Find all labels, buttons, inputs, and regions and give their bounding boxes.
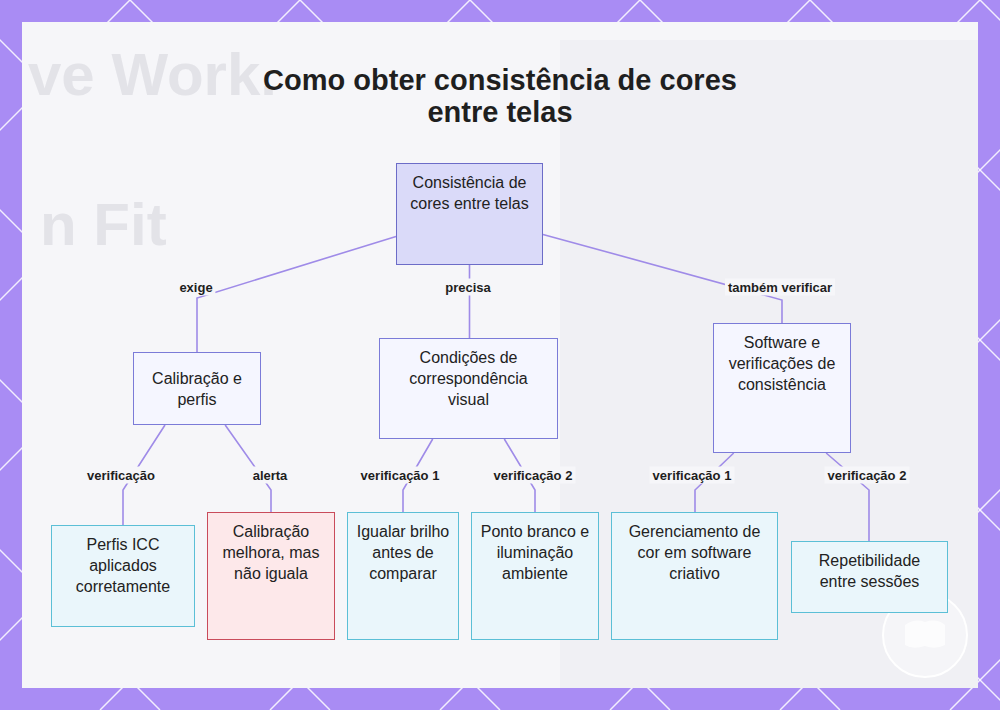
node-text: Gerenciamento de cor em software criativ… — [620, 521, 769, 584]
node-text: Calibração e perfis — [142, 368, 252, 410]
root-concept-box: Consistência de cores entre telas — [396, 163, 543, 265]
diagram-title: Como obter consistência de cores entre t… — [230, 64, 770, 128]
node-text: Condições de correspondência visual — [388, 347, 549, 410]
watermark-text: ve Work. — [28, 40, 277, 109]
background-screen — [560, 40, 978, 688]
node-text: Calibração melhora, mas não iguala — [216, 521, 326, 584]
edge-label: verificação — [84, 467, 158, 484]
category-box: Condições de correspondência visual — [379, 338, 558, 439]
node-text: Repetibilidade entre sessões — [800, 550, 939, 592]
edge-label: verificação 1 — [650, 467, 735, 484]
node-text: Igualar brilho antes de comparar — [356, 521, 450, 584]
check-box: Perfis ICC aplicados corretamente — [51, 525, 195, 627]
logo-mark — [905, 621, 945, 648]
pattern-line — [980, 0, 1000, 710]
edge-label: verificação 1 — [358, 467, 443, 484]
edge-label: também verificar — [725, 279, 835, 296]
connector-line — [197, 236, 396, 352]
edge-label: verificação 2 — [825, 467, 910, 484]
node-text: Software e verificações de consistência — [722, 332, 842, 395]
watermark-text: n Fit — [40, 190, 167, 259]
category-box: Software e verificações de consistência — [713, 323, 851, 453]
edge-label: alerta — [250, 467, 291, 484]
edge-label: precisa — [442, 279, 494, 296]
check-box: Ponto branco e iluminação ambiente — [471, 512, 599, 640]
check-box: Igualar brilho antes de comparar — [347, 512, 459, 640]
node-text: Perfis ICC aplicados corretamente — [60, 534, 186, 597]
category-box: Calibração e perfis — [133, 352, 261, 425]
node-text: Consistência de cores entre telas — [405, 172, 534, 214]
edge-label: exige — [176, 279, 215, 296]
connector-line — [469, 265, 471, 338]
node-text: Ponto branco e iluminação ambiente — [480, 521, 590, 584]
check-box: Gerenciamento de cor em software criativ… — [611, 512, 778, 640]
edge-label: verificação 2 — [491, 467, 576, 484]
warning-box: Calibração melhora, mas não iguala — [207, 512, 335, 640]
panel — [22, 22, 978, 688]
check-box: Repetibilidade entre sessões — [791, 541, 948, 613]
